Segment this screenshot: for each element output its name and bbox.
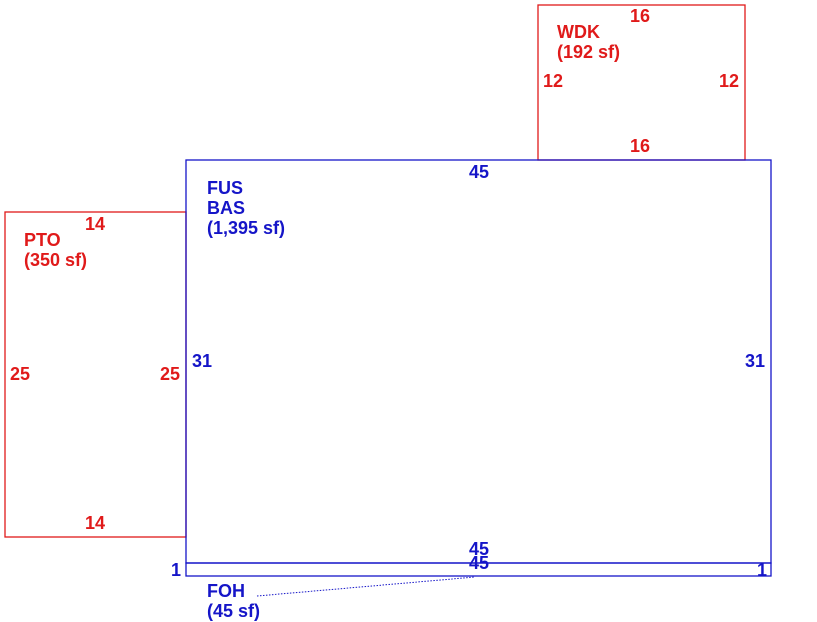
main-dim-top: 45 (469, 162, 489, 182)
main-dim-left: 31 (192, 351, 212, 371)
main-dim-bottom: 45 (469, 539, 489, 559)
pto-dim-right: 25 (160, 364, 180, 384)
pto-area: PTO (350 sf) 14 14 25 25 (4, 211, 187, 538)
main-code-label-1: FUS (207, 178, 243, 198)
foh-code-label: FOH (207, 581, 245, 601)
foh-area: 45 1 1 FOH (45 sf) (171, 553, 772, 621)
wdk-area: WDK (192 sf) 16 16 12 12 (537, 4, 746, 161)
wdk-dim-left: 12 (543, 71, 563, 91)
pto-dim-top: 14 (85, 214, 105, 234)
pto-code-label: PTO (24, 230, 61, 250)
pto-dim-left: 25 (10, 364, 30, 384)
wdk-dim-bottom: 16 (630, 136, 650, 156)
main-code-label-2: BAS (207, 198, 245, 218)
main-dim-right: 31 (745, 351, 765, 371)
foh-outline (185, 562, 772, 577)
main-area: FUS BAS (1,395 sf) 45 45 31 31 (185, 159, 772, 564)
wdk-area-label: (192 sf) (557, 42, 620, 62)
foh-leader-line (256, 576, 476, 597)
wdk-code-label: WDK (557, 22, 600, 42)
foh-dim-right: 1 (757, 560, 767, 580)
foh-area-label: (45 sf) (207, 601, 260, 621)
main-area-label: (1,395 sf) (207, 218, 285, 238)
pto-area-label: (350 sf) (24, 250, 87, 270)
wdk-dim-right: 12 (719, 71, 739, 91)
foh-dim-bottom: 45 (469, 553, 489, 573)
pto-dim-bottom: 14 (85, 513, 105, 533)
wdk-dim-top: 16 (630, 6, 650, 26)
foh-dim-left: 1 (171, 560, 181, 580)
